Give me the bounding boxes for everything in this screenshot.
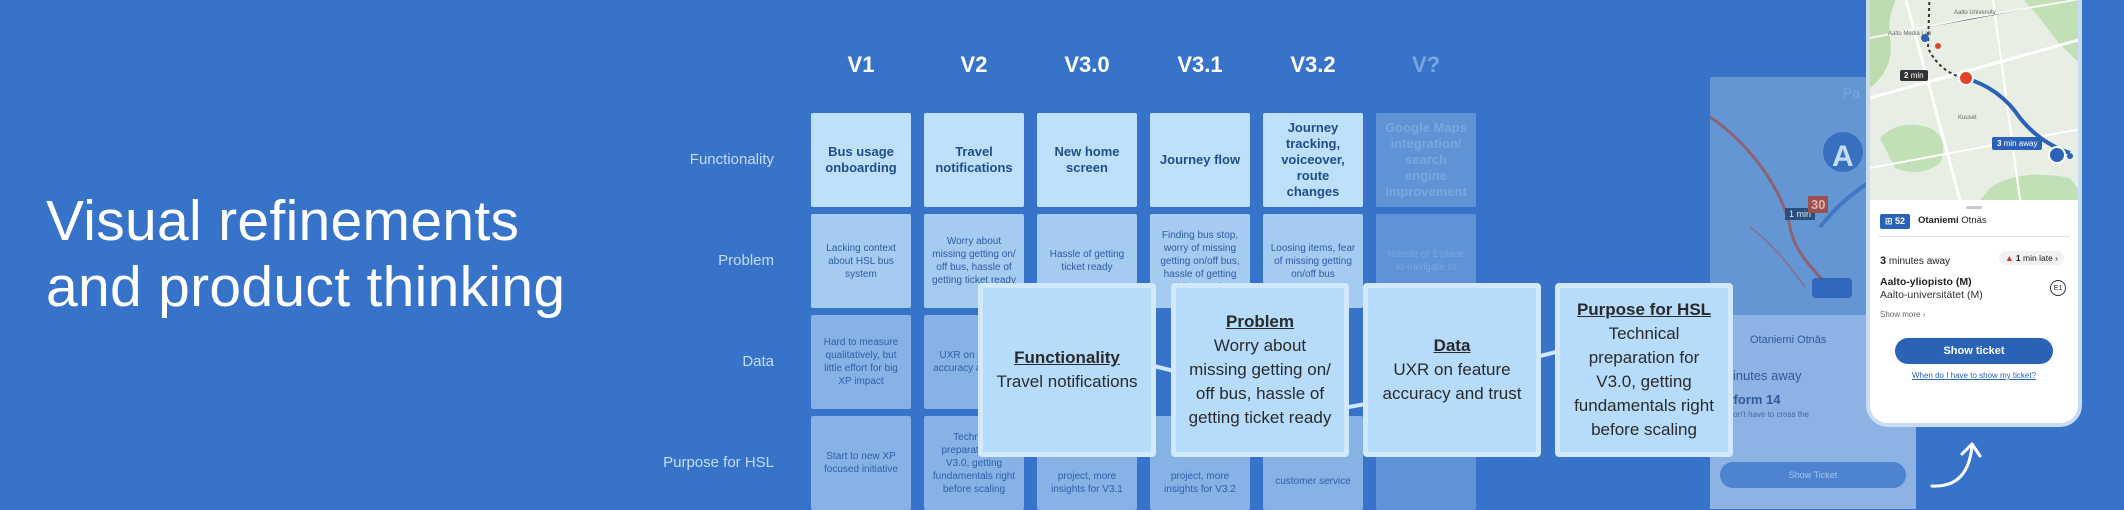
sheet-handle[interactable] (1966, 206, 1982, 209)
destination-pin-icon (1958, 70, 1974, 86)
card-body: UXR on feature accuracy and trust (1382, 360, 1522, 403)
stop-name-swedish: Aalto-universitätet (M) (1880, 289, 1983, 301)
phone-mockup: 2 min 3 min away Aalto Media Lab Aalto U… (1866, 0, 2082, 427)
card-title: Problem (1225, 312, 1295, 331)
warning-icon: ▲ (2005, 253, 2014, 263)
grid-cell: Travel notifications (924, 113, 1024, 207)
background-stop-name: Otaniemi Otnäs (1750, 334, 1827, 346)
title-line-1: Visual refinements (46, 189, 520, 253)
detail-card-functionality: Functionality Travel notifications (978, 283, 1156, 457)
card-body: Worry about missing getting on/ off bus,… (1188, 336, 1332, 427)
show-ticket-button[interactable]: Show ticket (1895, 338, 2053, 364)
grid-cell: Google Maps integration/ search engine i… (1376, 113, 1476, 207)
version-header-next: V? (1411, 52, 1441, 77)
phone-map[interactable]: 2 min 3 min away Aalto Media Lab Aalto U… (1870, 0, 2078, 200)
map-label: Kuuset (1958, 115, 1977, 121)
background-bus-icon (1812, 278, 1852, 298)
detail-card-data: Data UXR on feature accuracy and trust (1363, 283, 1541, 457)
divider (1878, 236, 2070, 237)
grid-cell: Technical preparation for V3.0, getting … (924, 416, 1024, 510)
background-platform: atform 14 (1722, 392, 1781, 407)
stop-number-badge: E1 (2050, 280, 2066, 296)
title-line-2: and product thinking (46, 255, 566, 319)
route-name: Otaniemi Otnäs (1918, 215, 1987, 226)
row-label-problem: Problem (718, 252, 774, 269)
page-title: Visual refinements and product thinking (46, 188, 666, 320)
late-badge: ▲ 1 min late › (1999, 251, 2064, 265)
row-label-purpose: Purpose for HSL (663, 454, 774, 471)
grid-cell: Hard to measure qualitatively, but littl… (811, 315, 911, 409)
show-more-link[interactable]: Show more › (1880, 310, 1926, 319)
background-minutes: minutes away (1722, 368, 1802, 383)
route-badge: ⊞ 52 (1880, 214, 1911, 229)
map-label: Aalto Media Lab (1888, 31, 1932, 37)
map-svg (1870, 0, 2078, 200)
grid-cell: Lacking context about HSL bus system (811, 214, 911, 308)
background-show-ticket-button: Show Ticket (1720, 462, 1906, 488)
version-header-v3-1: V3.1 (1177, 52, 1223, 77)
background-map-label: Pa (1843, 85, 1861, 101)
card-body: Travel notifications (996, 372, 1138, 391)
row-label-functionality: Functionality (689, 151, 774, 168)
version-header-v3-2: V3.2 (1290, 52, 1336, 77)
background-walk-label: 1 min (1785, 208, 1816, 220)
card-title: Purpose for HSL (1576, 300, 1712, 319)
minutes-away: 3 minutes away (1880, 255, 1951, 267)
background-route-number: 30 (1808, 196, 1829, 213)
version-header-v3-0: V3.0 (1064, 52, 1110, 77)
background-platform-note: u don't have to cross the (1722, 410, 1809, 419)
version-header-v1: V1 (847, 52, 875, 77)
detail-card-problem: Problem Worry about missing getting on/ … (1171, 283, 1349, 457)
detail-card-purpose: Purpose for HSL Technical preparation fo… (1555, 283, 1733, 457)
map-label: Aalto University (1954, 10, 1996, 16)
row-label-data: Data (742, 353, 774, 370)
card-title: Functionality (1014, 348, 1120, 367)
ticket-help-link[interactable]: When do I have to show my ticket? (1911, 371, 2037, 380)
grid-cell: Journey tracking, voiceover, route chang… (1263, 113, 1363, 207)
grid-cell: New home screen (1037, 113, 1137, 207)
bus-stop-icon (2048, 146, 2066, 164)
stop-name: Aalto-yliopisto (M) (1880, 276, 1972, 288)
background-map-badge: A (1832, 140, 1854, 173)
version-header-v2: V2 (960, 52, 988, 77)
bus-away-badge: 3 min away (1992, 137, 2043, 150)
grid-cell: Bus usage onboarding (811, 113, 911, 207)
card-title: Data (1433, 336, 1471, 355)
walk-time-badge: 2 min (1900, 70, 1928, 81)
grid-cell: Journey flow (1150, 113, 1250, 207)
grid-cell: Start to new XP focused initiative (811, 416, 911, 510)
curved-arrow-icon (1930, 442, 1982, 488)
phone-bottom-sheet: ⊞ 52 Otaniemi Otnäs 3 minutes away ▲ 1 m… (1870, 200, 2078, 423)
card-body: Technical preparation for V3.0, getting … (1574, 324, 1714, 439)
